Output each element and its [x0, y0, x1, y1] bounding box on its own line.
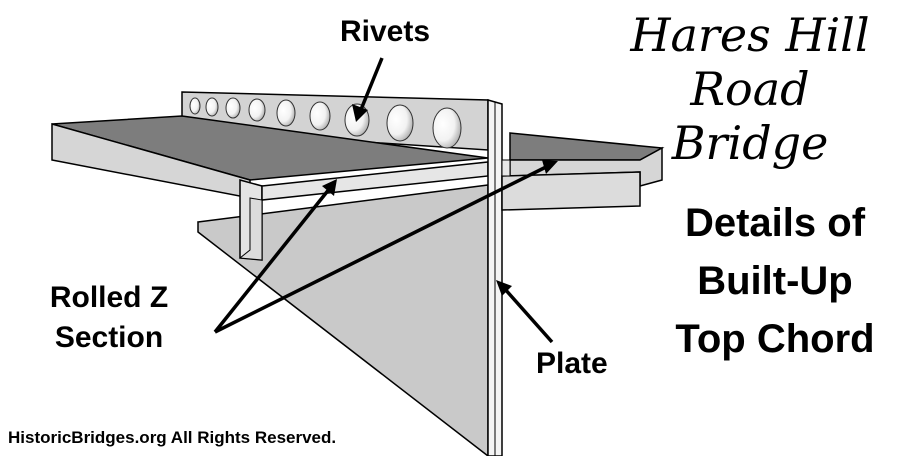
- right-z-bottom-flange: [501, 159, 511, 177]
- rolled-z-label: Rolled Z Section: [24, 278, 194, 358]
- rivet-hole: [309, 101, 331, 131]
- title-line-2: Road Bridge: [671, 62, 829, 170]
- heading-line-1: Details of: [684, 201, 866, 245]
- rivet-hole: [225, 97, 241, 119]
- vertical-plate-face: [197, 184, 489, 456]
- rivet-hole: [205, 97, 219, 117]
- copyright-footer: HistoricBridges.org All Rights Reserved.: [8, 428, 337, 447]
- rivet-hole: [189, 97, 201, 115]
- rolled-z-line-1: Rolled Z: [49, 281, 169, 314]
- rivet-hole: [386, 104, 414, 142]
- rivets-label: Rivets: [340, 15, 431, 48]
- rivet-hole: [432, 107, 462, 149]
- right-z-web: [501, 171, 641, 211]
- left-z-bottom-return: [238, 197, 263, 261]
- details-heading: Details of Built-Up Top Chord: [650, 194, 900, 368]
- rivet-hole: [248, 98, 266, 122]
- leader-arrows: [213, 57, 558, 344]
- heading-line-2: Built-Up: [697, 259, 853, 303]
- title-line-1: Hares Hill: [630, 8, 870, 62]
- rolled-z-line-2: Section: [54, 321, 164, 354]
- heading-line-3: Top Chord: [675, 317, 875, 361]
- plate-label: Plate: [536, 347, 608, 380]
- bridge-title: Hares Hill Road Bridge: [605, 8, 895, 170]
- rivet-hole: [276, 99, 296, 127]
